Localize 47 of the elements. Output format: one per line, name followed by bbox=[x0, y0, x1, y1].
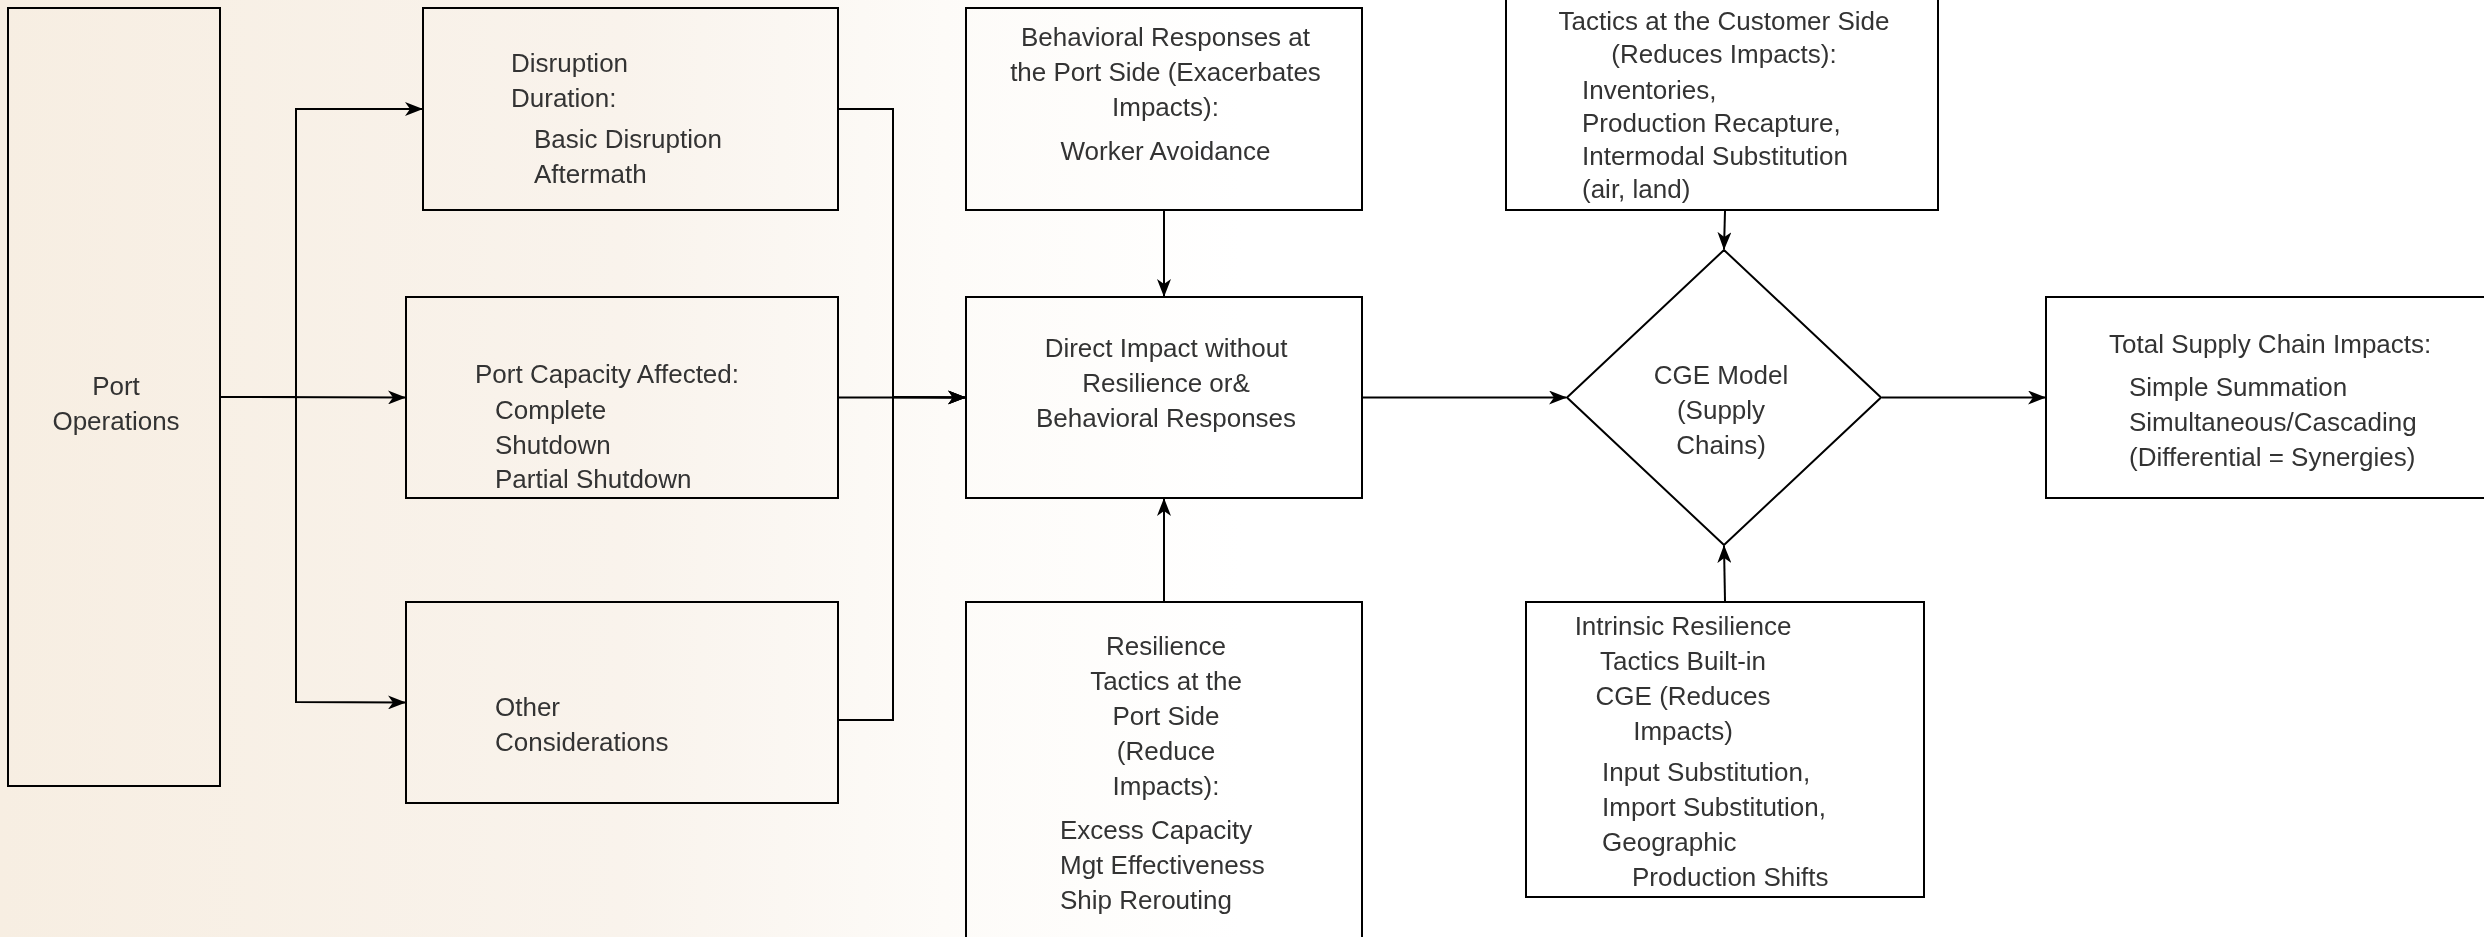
box-text: Basic Disruption Aftermath bbox=[534, 123, 723, 191]
process-box bbox=[7, 7, 221, 787]
process-box bbox=[965, 296, 1363, 499]
box-text: Port Operations bbox=[51, 370, 181, 438]
box-text: Mgt Effectiveness bbox=[1060, 849, 1266, 882]
box-text: (Differential = Synergies) bbox=[2129, 441, 2417, 474]
box-text: Intermodal Substitution (air, land) bbox=[1582, 140, 1849, 206]
arrow bbox=[838, 390, 966, 405]
box-text: Partial Shutdown bbox=[495, 463, 693, 496]
box-text: Simultaneous/Cascading bbox=[2129, 406, 2418, 439]
process-box bbox=[2045, 296, 2484, 499]
process-box bbox=[965, 601, 1363, 937]
box-text: Simple Summation bbox=[2129, 371, 2349, 404]
box-text: Worker Avoidance bbox=[1059, 135, 1272, 168]
box-heading: Resilience Tactics at the Port Side (Reduce Impacts): bbox=[1089, 630, 1243, 803]
box-heading: Total Supply Chain Impacts: bbox=[2109, 328, 2433, 361]
process-box bbox=[422, 7, 839, 211]
box-text: Excess Capacity bbox=[1060, 814, 1254, 847]
box-heading: Port Capacity Affected: bbox=[475, 358, 740, 391]
process-box bbox=[965, 7, 1363, 211]
box-text: Geographic Production Shifts bbox=[1602, 826, 1830, 894]
box-text: Input Substitution, bbox=[1602, 756, 1812, 789]
process-box bbox=[405, 601, 839, 804]
box-heading: Tactics at the Customer Side (Reduces Impacts): bbox=[1557, 5, 1891, 71]
decision-diamond bbox=[1566, 249, 1882, 546]
process-box bbox=[1505, 0, 1939, 211]
arrow bbox=[220, 396, 406, 710]
box-heading: Disruption Duration: bbox=[511, 47, 630, 115]
arrow bbox=[1881, 390, 2046, 405]
arrow bbox=[1717, 210, 1732, 250]
box-text: Production Recapture, bbox=[1582, 107, 1842, 140]
box-text: Ship Rerouting bbox=[1060, 884, 1233, 917]
process-box bbox=[1525, 601, 1925, 898]
box-text: CGE Model (Supply Chains) bbox=[1652, 359, 1790, 462]
process-box bbox=[405, 296, 839, 499]
box-text: Other Considerations bbox=[495, 691, 670, 759]
box-text: Inventories, bbox=[1582, 74, 1718, 107]
arrow bbox=[1362, 390, 1567, 405]
arrow bbox=[1717, 545, 1732, 602]
box-heading: Intrinsic Resilience Tactics Built-in CGE (Reduces Impacts) bbox=[1573, 610, 1793, 748]
arrow bbox=[1157, 210, 1171, 297]
arrow bbox=[838, 390, 966, 721]
arrow bbox=[1157, 498, 1171, 602]
box-text: Import Substitution, bbox=[1602, 791, 1827, 824]
box-heading: Behavioral Responses at the Port Side (Exacerbates Impacts): bbox=[1009, 21, 1322, 124]
box-text: Direct Impact without Resilience or& Behavioral Responses bbox=[1034, 332, 1298, 435]
box-text: Complete Shutdown bbox=[495, 394, 612, 462]
